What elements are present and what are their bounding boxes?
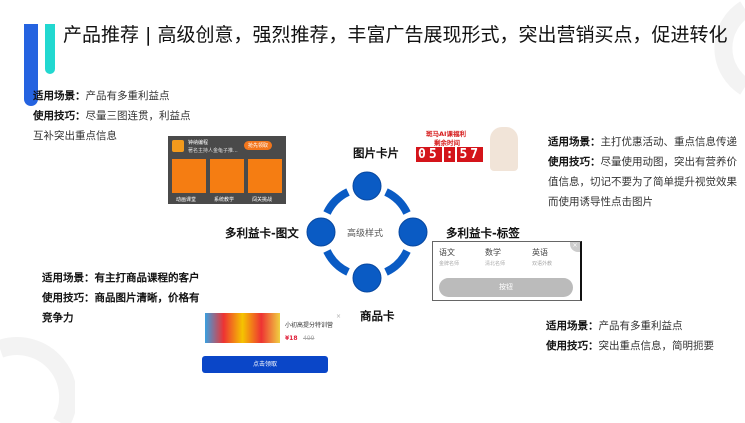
tag-sub: 清北名师 (485, 261, 506, 267)
multi-image-ad-card: 钟纳编程 著名主持人金龟子推... 抢先领取 动画课堂 系统教学 闯关挑战 (168, 136, 286, 204)
accent-bar (45, 24, 55, 74)
ring-arc (323, 249, 350, 276)
node-bottom (352, 263, 382, 293)
product-image (205, 313, 280, 343)
image-ad-card: 斑马AI课福利 剩余时间 05 : 57 (412, 125, 522, 175)
close-icon[interactable]: × (336, 313, 342, 320)
tag-title[interactable]: 数学 (485, 248, 501, 257)
brand-sub: 著名主持人金龟子推... (188, 148, 238, 154)
brand-logo (172, 140, 184, 152)
tile-label: 系统教学 (214, 197, 235, 203)
note-top-right: 适用场景：主打优惠活动、重点信息传递 使用技巧：尽量使用动图，突出有营养价值信息… (548, 136, 737, 208)
tag-card-button[interactable]: 按钮 (439, 278, 573, 297)
tile-label: 动画课堂 (176, 197, 197, 203)
node-top (352, 171, 382, 201)
decor-ring (714, 1, 745, 95)
diagram-center-label: 高级样式 (347, 229, 384, 239)
close-icon[interactable]: × (570, 242, 580, 252)
node-left (306, 217, 336, 247)
ring-arc (384, 249, 411, 276)
decor-ring (0, 337, 75, 423)
tile-label: 闯关挑战 (252, 197, 273, 203)
label-multi-tag: 多利益卡-标签 (446, 226, 520, 240)
style-diagram (306, 171, 428, 293)
ring-arc (323, 188, 350, 215)
tag-title[interactable]: 英语 (532, 248, 548, 257)
product-price: ¥18 (285, 335, 298, 342)
tag-sub: 金牌名师 (439, 261, 460, 267)
tag-sub: 双语外教 (532, 261, 553, 267)
note-bottom-right: 适用场景：产品有多重利益点 使用技巧：突出重点信息，简明扼要 (546, 320, 714, 352)
tile[interactable] (248, 159, 282, 193)
note-top-left: 适用场景：产品有多重利益点 使用技巧：尽量三图连贯，利益点互补突出重点信息 (33, 90, 191, 142)
label-product-card: 商品卡 (360, 309, 395, 323)
promo-sub: 剩余时间 (434, 139, 460, 147)
label-multi-img: 多利益卡-图文 (225, 226, 299, 240)
page-title: 产品推荐 | 高级创意，强烈推荐，丰富广告展现形式，突出营销买点，促进转化 (63, 24, 728, 46)
brand-name: 钟纳编程 (188, 140, 209, 146)
countdown: 05 : 57 (416, 147, 484, 162)
promo-headline: 斑马AI课福利 (426, 130, 466, 138)
cta-button[interactable]: 抢先领取 (244, 141, 273, 150)
tag-title[interactable]: 语文 (439, 248, 455, 257)
accent-bar (24, 24, 38, 106)
ring-arc (384, 188, 411, 215)
product-ad-card: 小初高提分特训营 ¥18 499 × 点击领取 (200, 308, 350, 378)
tile[interactable] (172, 159, 206, 193)
multi-tag-ad-card: 语文 金牌名师 数学 清北名师 英语 双语外教 按钮 × (432, 241, 582, 301)
claim-button[interactable]: 点击领取 (202, 356, 328, 373)
label-image-card: 图片卡片 (353, 146, 399, 160)
mascot-image (490, 127, 518, 171)
note-bottom-left: 适用场景：有主打商品课程的客户 使用技巧：商品图片清晰，价格有竞争力 (42, 272, 200, 324)
product-name: 小初高提分特训营 (285, 322, 334, 329)
tile[interactable] (210, 159, 244, 193)
original-price: 499 (303, 335, 315, 342)
node-right (398, 217, 428, 247)
